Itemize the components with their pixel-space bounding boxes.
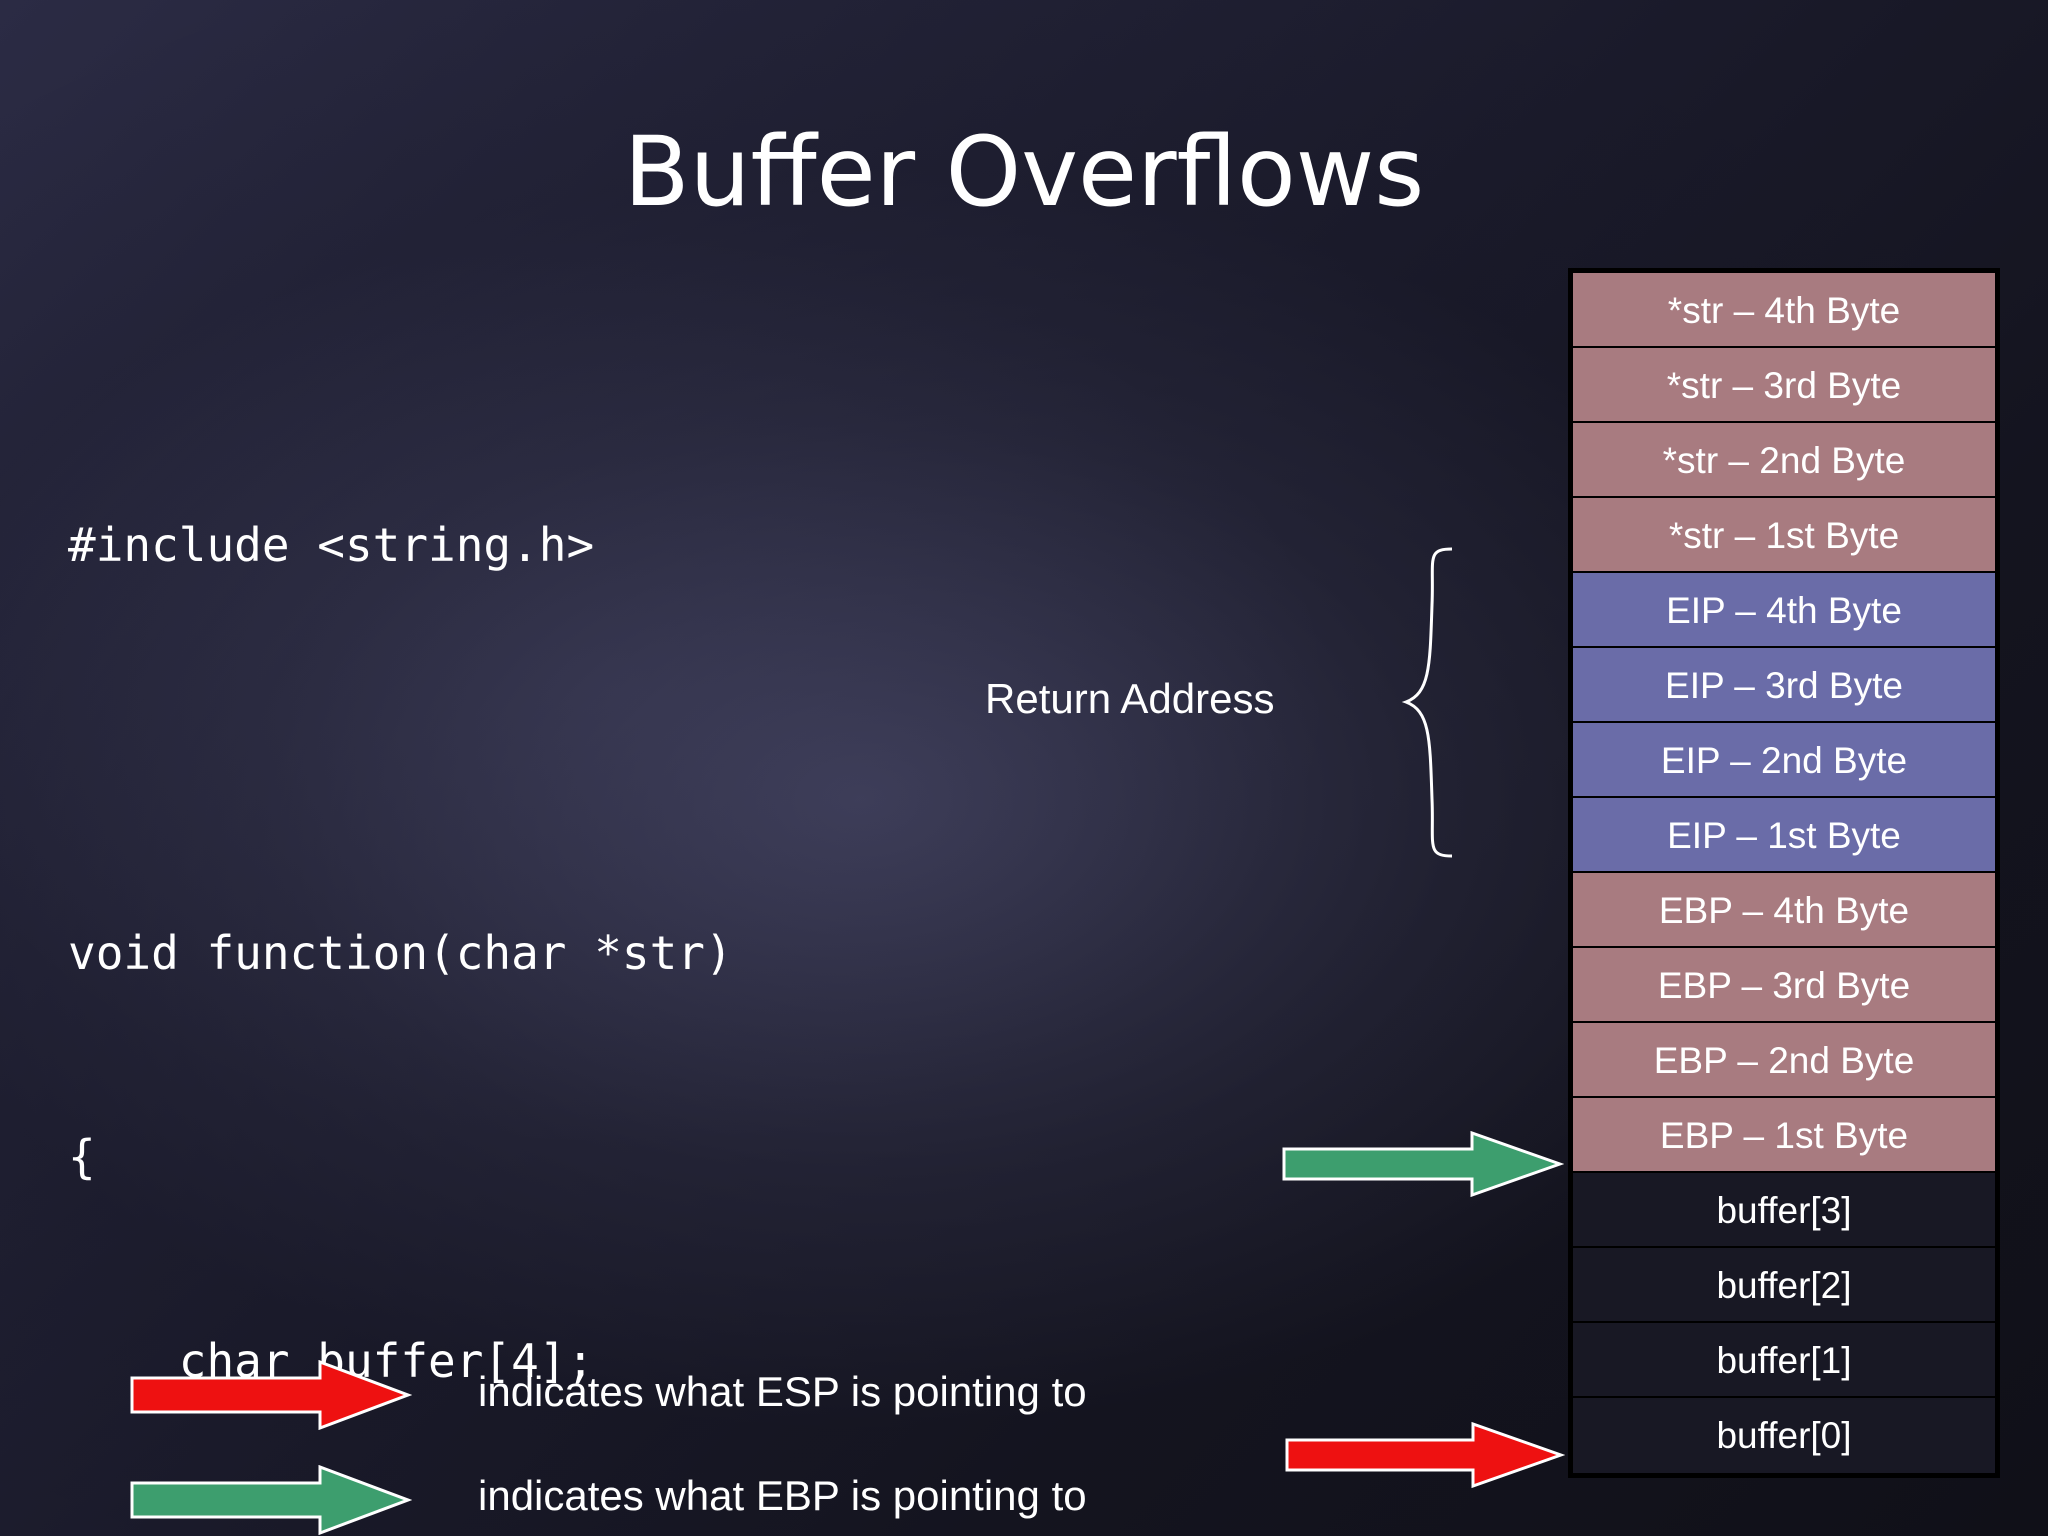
stack-cell-buffer-1: buffer[1] xyxy=(1573,1323,1995,1398)
return-address-label: Return Address xyxy=(985,675,1275,722)
code-line: { xyxy=(68,1130,96,1184)
stack-diagram: *str – 4th Byte *str – 3rd Byte *str – 2… xyxy=(1568,268,2000,1478)
stack-cell-buffer-3: buffer[3] xyxy=(1573,1173,1995,1248)
stack-cell-ebp-1: EBP – 1st Byte xyxy=(1573,1098,1995,1173)
stack-cell-eip-1: EIP – 1st Byte xyxy=(1573,798,1995,873)
stack-cell-eip-3: EIP – 3rd Byte xyxy=(1573,648,1995,723)
return-address-brace xyxy=(1401,547,1453,858)
code-line: #include <string.h> xyxy=(68,518,595,572)
ebp-pointer-arrow-green xyxy=(1282,1130,1564,1198)
legend-arrow-red xyxy=(130,1360,412,1430)
stack-cell-buffer-0: buffer[0] xyxy=(1573,1398,1995,1473)
stack-cell-eip-2: EIP – 2nd Byte xyxy=(1573,723,1995,798)
code-line xyxy=(68,715,733,783)
legend-label-esp: indicates what ESP is pointing to xyxy=(478,1368,1087,1415)
legend-label-ebp: indicates what EBP is pointing to xyxy=(478,1472,1087,1519)
stack-cell-str-3: *str – 3rd Byte xyxy=(1573,348,1995,423)
stack-cell-eip-4: EIP – 4th Byte xyxy=(1573,573,1995,648)
stack-cell-str-1: *str – 1st Byte xyxy=(1573,498,1995,573)
code-line: void function(char *str) xyxy=(68,926,733,980)
legend-arrow-green xyxy=(130,1465,412,1535)
stack-cell-str-2: *str – 2nd Byte xyxy=(1573,423,1995,498)
stack-cell-ebp-4: EBP – 4th Byte xyxy=(1573,873,1995,948)
stack-cell-str-4: *str – 4th Byte xyxy=(1573,273,1995,348)
esp-pointer-arrow-red xyxy=(1285,1421,1565,1489)
stack-cell-ebp-3: EBP – 3rd Byte xyxy=(1573,948,1995,1023)
stack-cell-ebp-2: EBP – 2nd Byte xyxy=(1573,1023,1995,1098)
stack-cell-buffer-2: buffer[2] xyxy=(1573,1248,1995,1323)
page-title: Buffer Overflows xyxy=(623,116,1425,228)
